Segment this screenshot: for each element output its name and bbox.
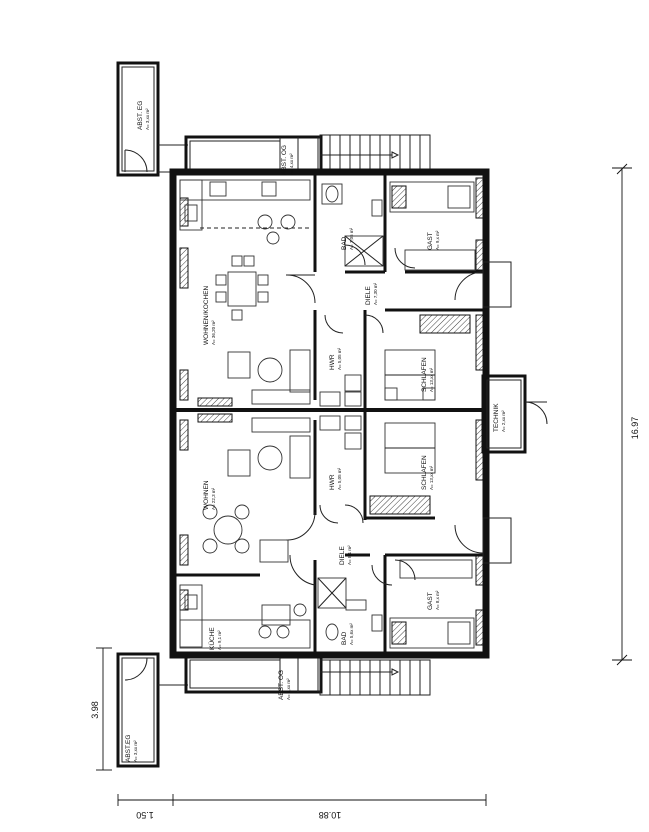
room-name: ABST. OG [278, 670, 285, 700]
room-name: TECHNIK [493, 403, 500, 432]
room-label-kueche: KÜCHE A= 9,1 m² [208, 627, 222, 650]
room-label-schlafen-bottom: SCHLAFEN A= 13,xx m² [421, 455, 434, 490]
windows-left [179, 197, 189, 611]
dimension-text: 3.98 [90, 701, 100, 719]
room-name: GAST [427, 592, 434, 610]
windows-right [475, 177, 485, 646]
hwr-top-machines [319, 374, 362, 407]
dimension-shed-depth: 3.98 [90, 647, 112, 771]
room-area: A= 3,xx m² [145, 108, 150, 130]
room-name: SCHLAFEN [421, 455, 428, 490]
room-label-schlafen-top: SCHLAFEN A= 13,xx m² [421, 357, 434, 392]
room-area: A= 9,1 m² [217, 630, 222, 650]
building-walls [169, 168, 490, 659]
room-area: A= 4,xx m² [286, 678, 291, 700]
living-top [197, 349, 311, 407]
entrance-right-top [454, 261, 512, 308]
room-name: GAST [427, 232, 434, 250]
room-name: SCHLAFEN [421, 357, 428, 392]
schlafen-top-bed [384, 314, 471, 401]
abst-og-bottom [184, 654, 323, 694]
room-label-bad-bottom: BAD A= 5,6x m² [341, 623, 354, 645]
dimension-text: 16.97 [630, 417, 640, 440]
room-name: ABST. EG [137, 101, 144, 130]
dimension-bottom: 1.50 10.88 [117, 794, 487, 820]
room-label-technik: TECHNIK A= 2,xx m² [493, 403, 506, 432]
room-area: A= 2,xx m² [501, 410, 506, 432]
dining-table-top [215, 255, 269, 321]
room-area: A= 13,xx m² [429, 465, 434, 490]
shed-bottom [116, 652, 188, 768]
room-label-abst-og-bottom: ABST. OG A= 4,xx m² [278, 670, 291, 700]
room-area: A= 5,05 m² [337, 347, 342, 370]
kitchen-top [179, 179, 311, 245]
room-area: A= 7,30 m² [373, 282, 378, 305]
technik-room [481, 374, 548, 454]
stairs-top [319, 134, 431, 171]
room-label-gast-top: GAST A= 9,x m² [427, 230, 440, 250]
living-bottom [197, 413, 311, 479]
room-area: A= 5,05 m² [337, 467, 342, 490]
room-label-hwr-bottom: HWR A= 5,05 m² [329, 467, 342, 490]
room-name: HWR [329, 354, 336, 370]
room-name: BAD [341, 236, 348, 250]
room-name: WOHNEN [203, 480, 210, 510]
hwr-bottom-machines [319, 415, 362, 450]
room-area: A= 8,1 m² [347, 545, 352, 565]
room-name: ABST. OG [281, 145, 288, 175]
room-name: DIELE [339, 546, 346, 565]
room-area: A= 7,05 m² [349, 227, 354, 250]
entrance-right-bottom [454, 517, 512, 564]
room-name: ABST.EG [125, 735, 132, 762]
stairs-bottom [319, 659, 431, 696]
room-label-diele-bottom: DIELE A= 8,1 m² [339, 545, 352, 565]
bath-top [321, 183, 384, 267]
room-name: WOHNEN/KOCHEN [203, 285, 210, 345]
room-name: HWR [329, 474, 336, 490]
room-name: BAD [341, 631, 348, 645]
room-area: A= 36,20 m² [211, 320, 216, 345]
shed-top [116, 61, 188, 177]
room-label-diele-top: DIELE A= 7,30 m² [365, 282, 378, 305]
dimension-text-right: 10.88 [319, 810, 342, 820]
kitchen-bottom [179, 584, 311, 649]
room-label-gast-bottom: GAST A= 8,x m² [427, 590, 440, 610]
dimension-text-left: 1.50 [136, 810, 154, 820]
room-label-wohnen-kochen: WOHNEN/KOCHEN A= 36,20 m² [203, 285, 216, 345]
room-area: A= 9,x m² [435, 230, 440, 250]
gast-bottom-bed [389, 559, 475, 649]
room-label-hwr-top: HWR A= 5,05 m² [329, 347, 342, 370]
room-area: A= 4,xx m² [289, 153, 294, 175]
room-area: A= 13,xx m² [429, 367, 434, 392]
room-name: KÜCHE [208, 627, 216, 650]
dining-table-bottom [202, 504, 289, 563]
room-name: DIELE [365, 286, 372, 305]
schlafen-bottom-bed [369, 422, 436, 515]
doors [285, 244, 416, 586]
room-label-wohnen: WOHNEN A= 22,3 m² [203, 480, 216, 510]
room-area: A= 22,3 m² [211, 487, 216, 510]
room-area: A= 3,xx m² [133, 740, 138, 762]
room-label-bad-top: BAD A= 7,05 m² [341, 227, 354, 250]
room-area: A= 5,6x m² [349, 623, 354, 645]
room-area: A= 8,x m² [435, 590, 440, 610]
room-label-abst-og-top: ABST. OG A= 4,xx m² [281, 145, 294, 175]
bath-bottom [317, 577, 383, 641]
dimension-total-length: 16.97 [612, 163, 640, 666]
room-label-abst-eg-bottom: ABST.EG A= 3,xx m² [125, 735, 138, 762]
abst-og-top [184, 135, 323, 175]
room-label-abst-eg-top: ABST. EG A= 3,xx m² [137, 101, 150, 130]
gast-top-bed [389, 181, 476, 271]
